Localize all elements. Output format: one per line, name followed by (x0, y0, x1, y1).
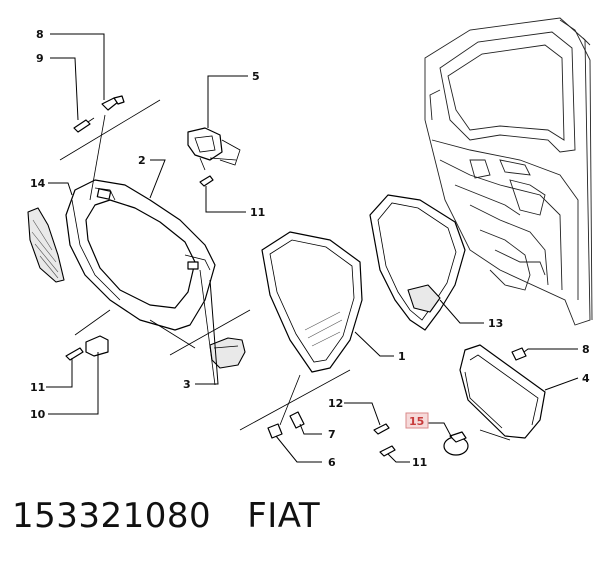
part-number: 153321080 (12, 496, 212, 536)
callout-6: 6 (328, 456, 336, 469)
screw-11c (379, 445, 396, 457)
part-5-bracket (187, 127, 241, 171)
callout-labels: 8 9 5 2 14 11 13 1 8 4 3 11 10 12 7 15 6… (30, 28, 590, 469)
highlight-box-15 (405, 412, 429, 429)
part-4-molding (459, 344, 546, 439)
part-3-clip (209, 337, 246, 369)
callout-5: 5 (252, 70, 260, 83)
leader-lines (46, 33, 579, 463)
plug-15 (443, 431, 469, 456)
callout-12: 12 (328, 397, 343, 410)
footer-caption: 153321080 FIAT (12, 496, 320, 536)
screw-6 (267, 423, 283, 439)
part-1-membrane (261, 231, 363, 373)
part-13-seal (369, 194, 466, 331)
callout-14: 14 (30, 177, 46, 190)
screw-12 (373, 423, 390, 435)
callout-11-bottom: 11 (412, 456, 427, 469)
part-2-handle-trim (65, 179, 216, 331)
callout-4: 4 (582, 372, 590, 385)
part-10-block (85, 335, 109, 357)
callout-3: 3 (183, 378, 191, 391)
screw-9 (73, 117, 95, 133)
callout-11-upper: 11 (250, 206, 265, 219)
screw-11a (199, 175, 214, 187)
callout-13: 13 (488, 317, 503, 330)
callout-11-left: 11 (30, 381, 45, 394)
callout-8-top: 8 (36, 28, 44, 41)
callout-1: 1 (398, 350, 406, 363)
callout-2: 2 (138, 154, 146, 167)
callout-15-highlighted[interactable]: 15 (409, 415, 424, 428)
callout-8-right: 8 (582, 343, 590, 356)
part-14-cover (27, 207, 65, 283)
screw-8b (511, 347, 527, 361)
door-frame (424, 17, 593, 326)
screw-8a (101, 95, 125, 111)
screw-11b (65, 347, 84, 361)
callout-10: 10 (30, 408, 46, 421)
screw-7 (289, 411, 305, 429)
screws (65, 95, 527, 457)
callout-7: 7 (328, 428, 336, 441)
brand-name: FIAT (247, 496, 321, 536)
callout-9: 9 (36, 52, 44, 65)
reference-lines (59, 99, 511, 441)
